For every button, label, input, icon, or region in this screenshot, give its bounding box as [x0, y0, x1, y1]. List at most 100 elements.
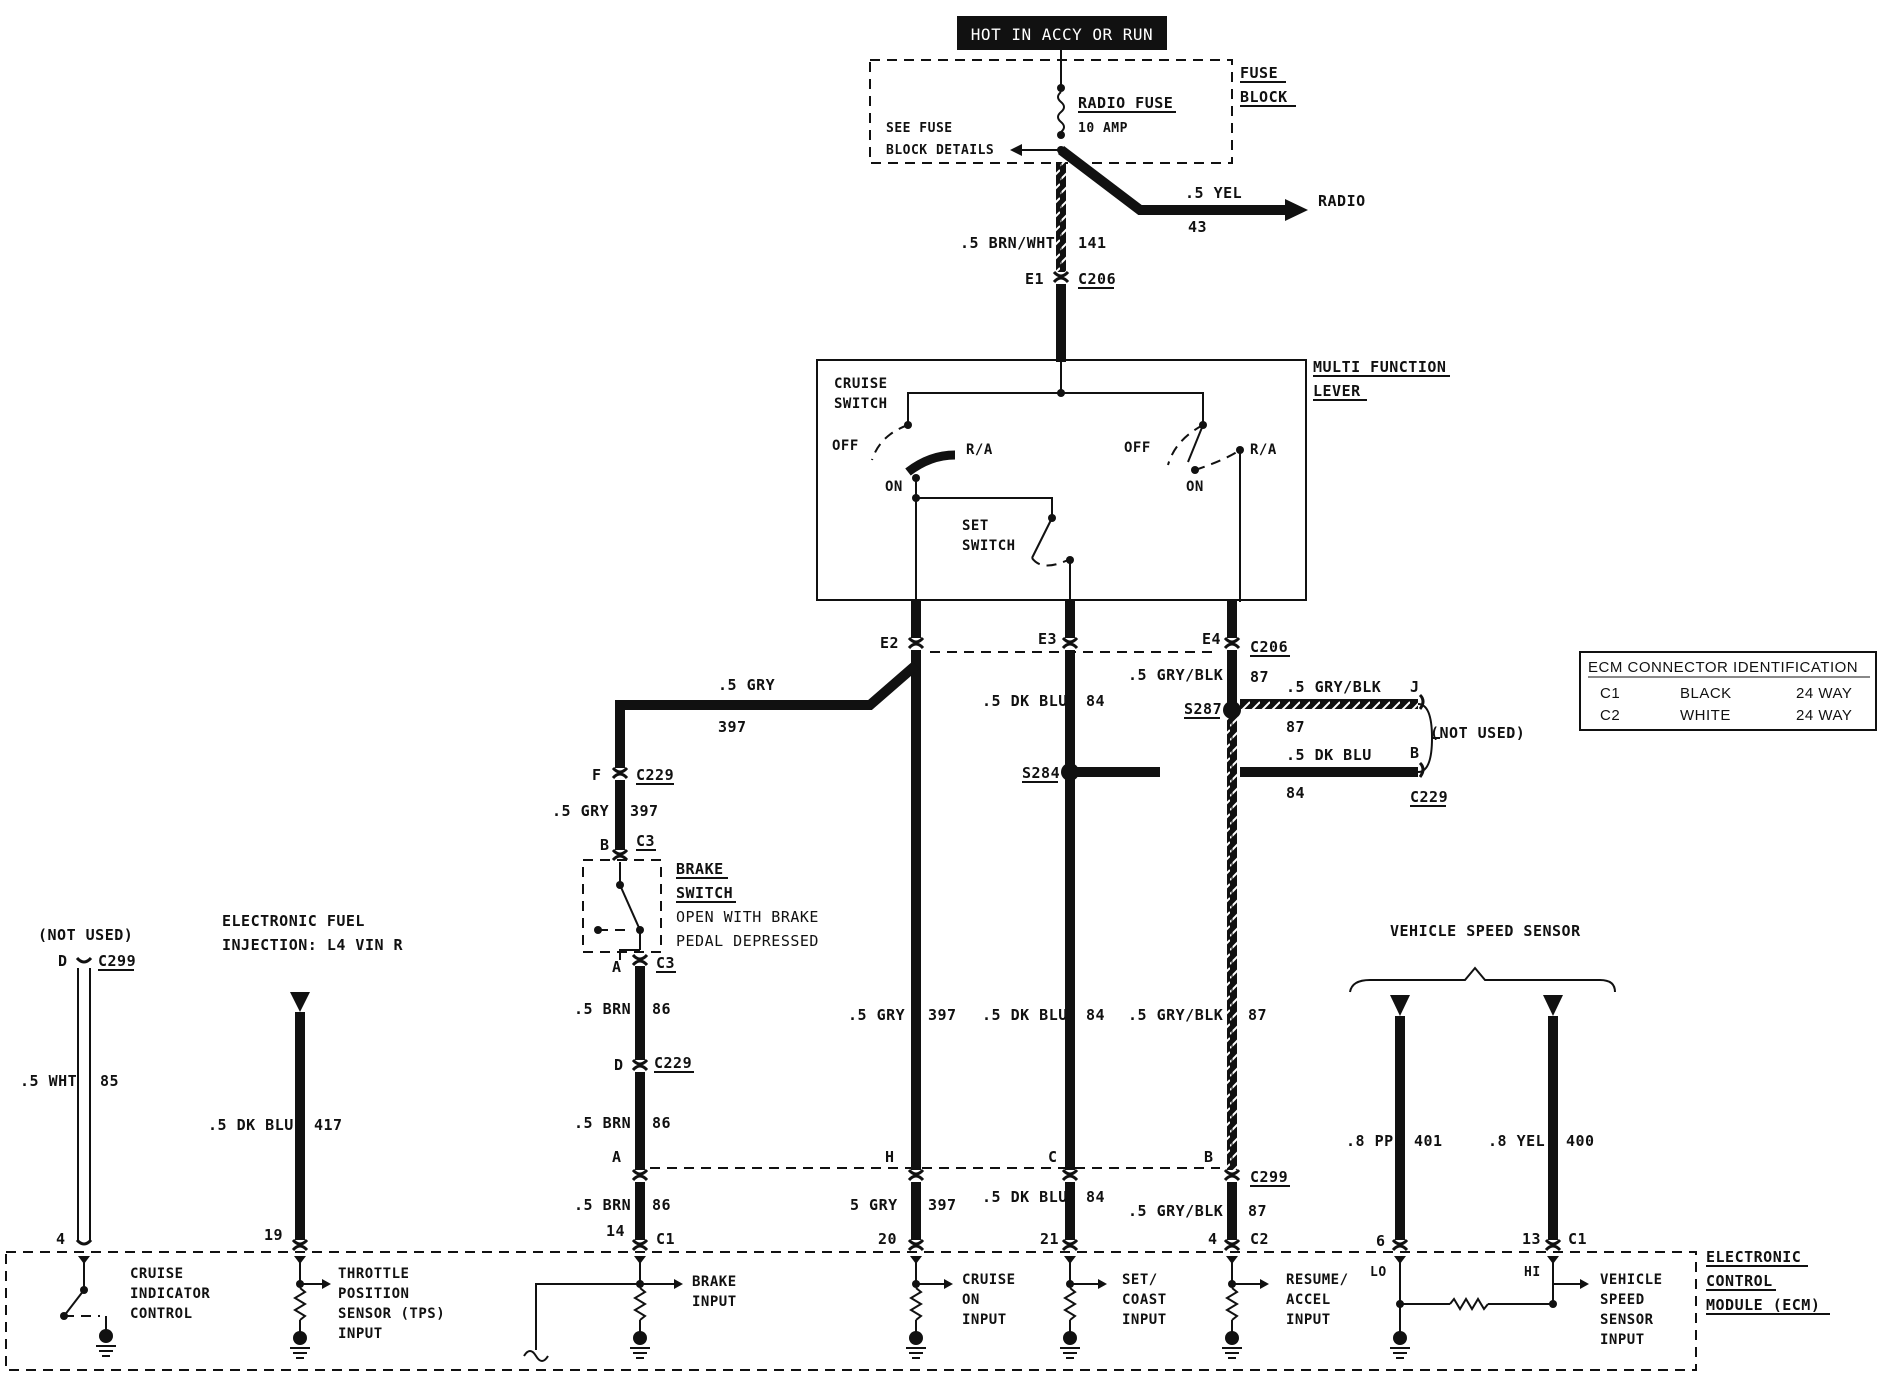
- ecm-tps-label-3: SENSOR (TPS): [338, 1306, 445, 1322]
- see-fuse-label: SEE FUSE: [886, 121, 953, 136]
- ecm-tps-input: THROTTLE POSITION SENSOR (TPS) INPUT: [290, 1256, 445, 1359]
- ecm-set-label-2: COAST: [1122, 1292, 1167, 1308]
- fuse-block-outline: [869, 59, 1233, 164]
- vss-resistor-icon: [1449, 1297, 1489, 1311]
- feed-wire-label: .5 BRN/WHT: [960, 234, 1055, 252]
- connector-c3-b: C3: [636, 832, 655, 850]
- not-used-wire-a: .5 GRY/BLK: [1286, 678, 1381, 696]
- connector-c3-a: C3: [656, 954, 675, 972]
- on-label-left: ON: [885, 479, 903, 495]
- pin-13: 13: [1522, 1230, 1541, 1248]
- ecm-vss-input: LO HI VEHICLE SPEED SENSOR INPUT: [1370, 1256, 1663, 1359]
- brn-circuit-2: 86: [652, 1114, 671, 1132]
- ecm-set-label: SET/: [1122, 1272, 1158, 1288]
- cruise-switch-label-2: SWITCH: [834, 396, 888, 412]
- connector-c299-b: C299: [1250, 1168, 1288, 1186]
- vss-hi-wire: .8 YEL: [1488, 1132, 1545, 1150]
- pin-21: 21: [1040, 1230, 1059, 1248]
- ecm-vss-label: VEHICLE: [1600, 1272, 1663, 1288]
- ecm-vss-label-3: SENSOR: [1600, 1312, 1654, 1328]
- id-row-c2-size: 24 WAY: [1796, 707, 1852, 724]
- cruise-switch-label: CRUISE: [834, 376, 888, 392]
- pin-b-c3: B: [600, 836, 610, 854]
- brake-switch-note-2: PEDAL DEPRESSED: [676, 932, 819, 950]
- ecm-title: ELECTRONIC: [1706, 1248, 1801, 1266]
- multi-function-lever: CRUISE SWITCH OFF R/A ON OFF R/A ON SET …: [816, 358, 1450, 602]
- efi-title-2: INJECTION: L4 VIN R: [222, 936, 404, 954]
- e4-circuit: 87: [1250, 668, 1269, 686]
- brake-switch-title: BRAKE: [676, 860, 724, 878]
- radio-branch: .5 YEL 43 RADIO: [1057, 146, 1365, 236]
- efi-title: ELECTRONIC FUEL: [222, 912, 365, 930]
- e3-wire-label-3: .5 DK BLU: [982, 1188, 1068, 1206]
- id-row-c2-conn: C2: [1600, 707, 1620, 724]
- pin-a-c3: A: [612, 958, 622, 976]
- brn-wire-label: .5 BRN: [574, 1000, 631, 1018]
- brake-switch: BRAKE SWITCH OPEN WITH BRAKE PEDAL DEPRE…: [582, 859, 819, 976]
- ecm-brake-label-2: INPUT: [692, 1294, 737, 1310]
- pin-f: F: [592, 766, 602, 784]
- vehicle-speed-sensor: VEHICLE SPEED SENSOR .8 PPL 401 .8 YEL 4…: [1346, 922, 1616, 1252]
- e3-circuit: 84: [1086, 692, 1105, 710]
- arrow-right-icon: [1285, 199, 1308, 221]
- ecm-set-label-3: INPUT: [1122, 1312, 1167, 1328]
- gry-circuit-2: 397: [630, 802, 659, 820]
- feed-circuit: 141: [1078, 234, 1107, 252]
- lever-title: MULTI FUNCTION: [1313, 358, 1446, 376]
- pin-14: 14: [606, 1222, 625, 1240]
- brn-circuit: 86: [652, 1000, 671, 1018]
- e2-wire-label: .5 GRY: [848, 1006, 905, 1024]
- id-row-c1-conn: C1: [1600, 685, 1620, 702]
- pin-b-c299: B: [1204, 1148, 1214, 1166]
- set-switch-label: SET: [962, 518, 989, 534]
- e4-circuit-2: 87: [1248, 1006, 1267, 1024]
- pin-e2: E2: [880, 634, 899, 652]
- splice-s287-label: S287: [1184, 700, 1222, 718]
- brn-wire-label-3: .5 BRN: [574, 1196, 631, 1214]
- gry-wire-label: .5 GRY: [718, 676, 775, 694]
- gry-circuit: 397: [718, 718, 747, 736]
- fuse-block: RADIO FUSE 10 AMP SEE FUSE BLOCK DETAILS…: [869, 50, 1296, 164]
- vss-lo-wire: .8 PPL: [1346, 1132, 1403, 1150]
- e4-circuit-3: 87: [1248, 1202, 1267, 1220]
- connector-c229-d: C229: [654, 1054, 692, 1072]
- ecm: ELECTRONIC CONTROL MODULE (ECM) CRUISE I…: [5, 1248, 1830, 1371]
- connector-e2-icon: [907, 636, 925, 650]
- connector-c229-f: C229: [636, 766, 674, 784]
- brake-switch-title-2: SWITCH: [676, 884, 733, 902]
- wht-circuit: 85: [100, 1072, 119, 1090]
- id-table-outline: [1579, 651, 1877, 731]
- svg-text:HOT IN ACCY OR RUN: HOT IN ACCY OR RUN: [971, 25, 1153, 44]
- ecm-cruise-on-label-3: INPUT: [962, 1312, 1007, 1328]
- vss-lo-arrow-icon: [1390, 995, 1410, 1016]
- id-row-c2-color: WHITE: [1680, 707, 1731, 724]
- splice-s287: [1223, 701, 1241, 719]
- ra-label-right: R/A: [1250, 442, 1277, 458]
- e2-circuit-2: 397: [928, 1196, 957, 1214]
- ecm-set-coast-input: SET/ COAST INPUT: [1060, 1256, 1167, 1359]
- fuse-block-title-2: BLOCK: [1240, 88, 1288, 106]
- ecm-tps-label-2: POSITION: [338, 1286, 409, 1302]
- ecm-resume-label-3: INPUT: [1286, 1312, 1331, 1328]
- ecm-cruise-on-label-2: ON: [962, 1292, 980, 1308]
- pin-h: H: [885, 1148, 895, 1166]
- brake-input-circuit: .5 BRN 86 D C229 .5 BRN 86 A .5 BRN 86 1…: [574, 953, 694, 1252]
- radio-wire: [1057, 146, 1290, 215]
- on-label-right: ON: [1186, 479, 1204, 495]
- e3-wire-label-2: .5 DK BLU: [982, 1006, 1068, 1024]
- brake-switch-note: OPEN WITH BRAKE: [676, 908, 819, 926]
- connector-c1-brake: C1: [656, 1230, 675, 1248]
- fuse-name: RADIO FUSE: [1078, 94, 1173, 112]
- pin-4-c2: 4: [1208, 1230, 1218, 1248]
- brn-wire-label-2: .5 BRN: [574, 1114, 631, 1132]
- brn-circuit-3: 86: [652, 1196, 671, 1214]
- ecm-cruise-indicator-label-3: CONTROL: [130, 1306, 193, 1322]
- ecm-cruise-indicator-label: CRUISE: [130, 1266, 184, 1282]
- ecm-title-3: MODULE (ECM): [1706, 1296, 1820, 1314]
- ecm-cruise-indicator: CRUISE INDICATOR CONTROL: [60, 1256, 210, 1357]
- pin-19: 19: [264, 1226, 283, 1244]
- ecm-tps-label: THROTTLE: [338, 1266, 409, 1282]
- connector-c206: C206: [1078, 270, 1116, 288]
- ecm-resume-accel-input: RESUME/ ACCEL INPUT: [1222, 1256, 1348, 1359]
